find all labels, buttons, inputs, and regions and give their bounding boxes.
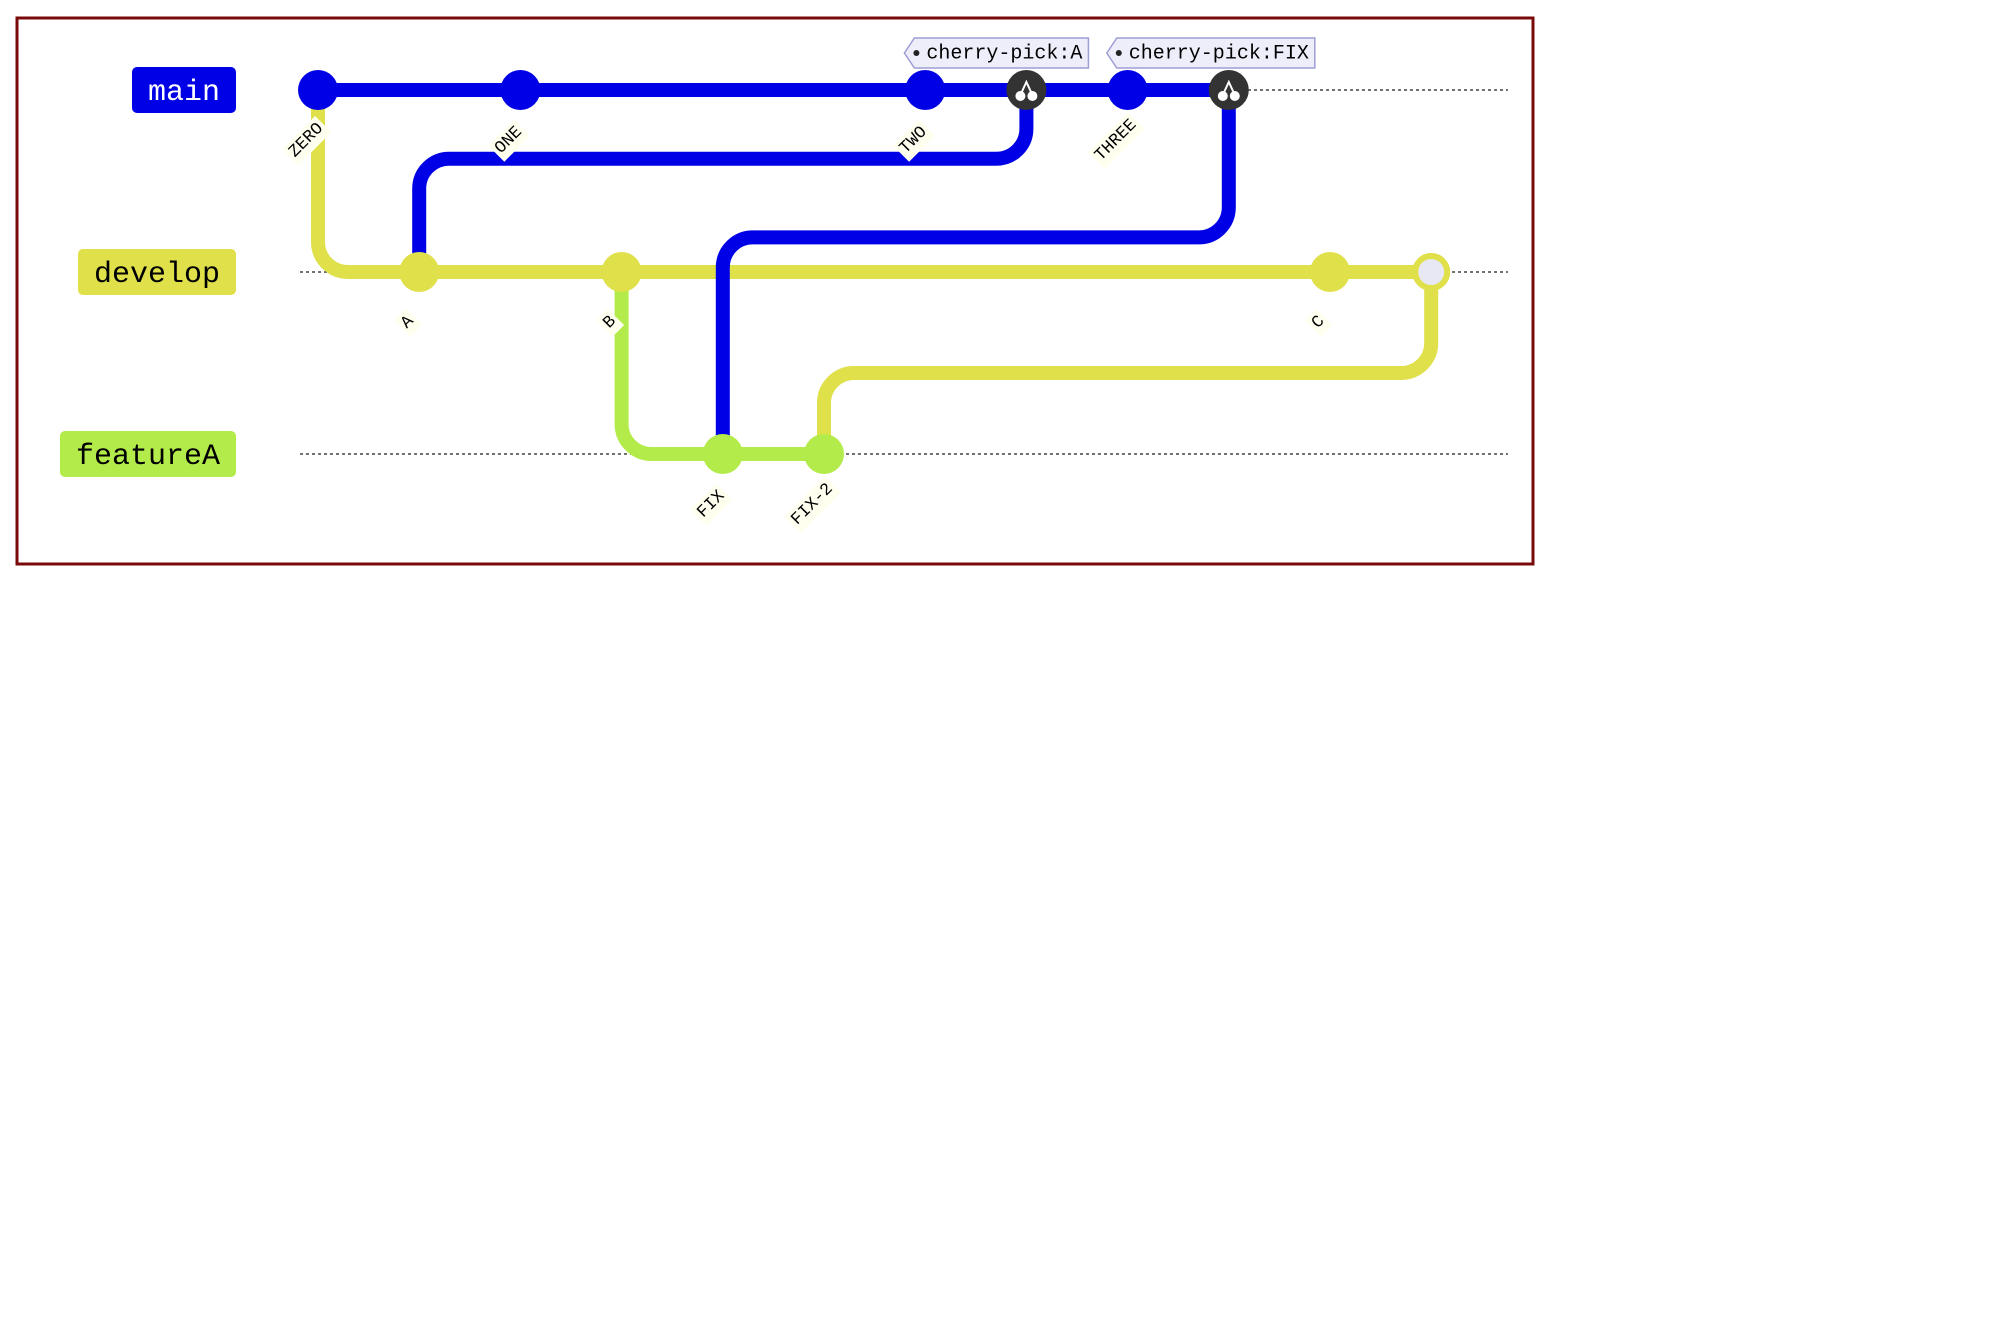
commit-b-node bbox=[601, 252, 642, 292]
tag-shape bbox=[903, 37, 1090, 69]
merge-commit-node bbox=[1412, 253, 1451, 291]
branch-label-bg bbox=[131, 67, 236, 113]
cherry-icon bbox=[1217, 91, 1228, 101]
tags: cherry-pick:A cherry-pick:FIX bbox=[903, 37, 1316, 69]
commit-label-bg bbox=[1304, 308, 1333, 337]
commit-label-bg bbox=[488, 119, 531, 162]
tag-text: cherry-pick:FIX bbox=[1129, 42, 1309, 65]
cherry-icon bbox=[1015, 91, 1026, 101]
commit-label-bg bbox=[394, 308, 423, 337]
commit-label-c: C bbox=[1304, 308, 1333, 337]
commit-label-three: THREE bbox=[1088, 112, 1145, 169]
commit-nodes bbox=[298, 70, 1451, 474]
commit-label-text: FIX-2 bbox=[788, 480, 838, 530]
commit-c-node bbox=[1310, 252, 1350, 292]
branch-label-bg bbox=[59, 431, 236, 477]
commit-label-fix-2: FIX-2 bbox=[784, 476, 841, 533]
commit-two-node bbox=[905, 70, 946, 110]
branch-off-develop bbox=[311, 83, 427, 279]
branch-label-main[interactable]: main bbox=[131, 67, 236, 113]
commit-label-fix: FIX bbox=[690, 483, 733, 526]
commit-label-bg bbox=[892, 119, 935, 162]
branch-label-featurea[interactable]: featureA bbox=[59, 431, 236, 477]
commit-label-bg bbox=[1088, 112, 1145, 169]
branch-label-text: main bbox=[148, 76, 220, 110]
cherry-stem bbox=[1019, 79, 1034, 96]
cherry-pick-line-fix bbox=[715, 83, 1236, 461]
commit-label-b: B bbox=[596, 308, 625, 337]
branch-label-develop[interactable]: develop bbox=[77, 249, 236, 295]
tag-hole-icon bbox=[913, 50, 920, 56]
cherry-icon-2 bbox=[1229, 91, 1240, 101]
commit-fix-node bbox=[702, 434, 743, 474]
commit-label-bg bbox=[690, 483, 733, 526]
commit-fix-2-node bbox=[804, 434, 844, 474]
commit-a-node bbox=[399, 252, 440, 292]
commit-label-bg bbox=[282, 116, 332, 166]
commit-label-a: A bbox=[394, 308, 423, 337]
tag-text: cherry-pick:A bbox=[926, 42, 1082, 65]
commit-label-bg bbox=[784, 476, 841, 533]
tag-cherry-pick-a: cherry-pick:A bbox=[903, 37, 1090, 69]
commit-zero-node bbox=[298, 70, 338, 110]
branch-label-text: featureA bbox=[76, 440, 220, 474]
commit-cherry-pick-fix-node bbox=[1208, 70, 1249, 110]
cherry-pick-line-a bbox=[412, 83, 1034, 279]
cherry-stem bbox=[1221, 79, 1236, 96]
diagram-frame bbox=[15, 16, 1535, 566]
commit-cherry-pick-a-node bbox=[1006, 70, 1047, 110]
cherry-icon-2 bbox=[1027, 91, 1038, 101]
branch-labels: main develop featureA bbox=[59, 67, 236, 477]
commit-three-node bbox=[1107, 70, 1148, 110]
tag-hole-icon bbox=[1115, 50, 1122, 56]
tag-cherry-pick-fix: cherry-pick:FIX bbox=[1105, 37, 1316, 69]
commit-label-text: THREE bbox=[1092, 116, 1142, 166]
commit-one-node bbox=[500, 70, 541, 110]
commit-label-bg bbox=[596, 308, 625, 337]
branch-label-text: develop bbox=[94, 258, 220, 292]
branch-label-bg bbox=[77, 249, 236, 295]
branch-off-featurea bbox=[614, 265, 730, 461]
branch-paths bbox=[311, 83, 1439, 461]
merge-line-fix-2 bbox=[817, 265, 1439, 461]
tag-shape bbox=[1105, 37, 1316, 69]
